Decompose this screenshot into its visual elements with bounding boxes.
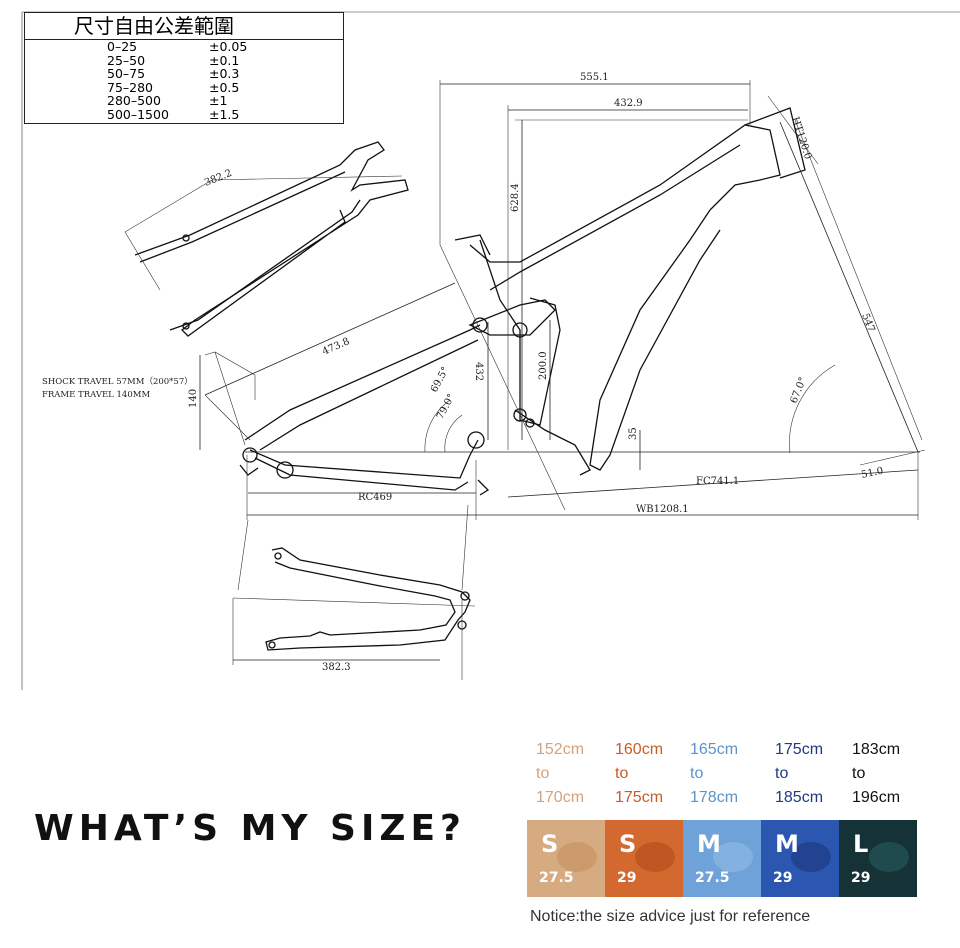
dim-height-200: 200.0	[538, 351, 549, 380]
dim-stack: 628.4	[510, 183, 521, 212]
dimension-lines	[199, 80, 926, 520]
tolerance-title: 尺寸自由公差範圍	[25, 13, 343, 40]
dim-angle-79: 79.0°	[435, 392, 458, 421]
dim-head-tube: HT120.0	[789, 116, 813, 161]
main-frame	[239, 107, 806, 496]
tolerance-row: 280–500±1	[107, 93, 228, 108]
tolerance-table: 尺寸自由公差範圍 0–25±0.05 25–50±0.1 50–75±0.3 7…	[24, 12, 344, 124]
seat-stay-detail-lower	[232, 504, 476, 680]
dim-head-angle: 67.0°	[789, 376, 809, 405]
dim-bb-drop: 35	[628, 427, 639, 440]
dim-seat-stay-top: 382.2	[203, 168, 234, 189]
size-notice: Notice:the size advice just for referenc…	[530, 908, 811, 925]
dim-shock-140: 140	[188, 389, 199, 408]
seat-stay-detail-upper	[124, 141, 409, 337]
dim-lower-stay: 382.3	[322, 662, 351, 673]
dim-seat-432: 432	[473, 362, 484, 381]
tolerance-row: 25–50±0.1	[107, 52, 240, 68]
dim-top-length: 555.1	[580, 72, 609, 83]
size-guide-heading: WHAT’S MY SIZE?	[34, 808, 466, 849]
dim-chainstay: RC469	[358, 492, 392, 503]
note-shock-travel: SHOCK TRAVEL 57MM（200*57）	[42, 376, 193, 387]
frame-geometry-drawing: 382.2	[21, 11, 960, 690]
dim-reach: 432.9	[614, 98, 643, 109]
dim-fork-547: 547	[859, 312, 876, 334]
dim-angle-69: 69.5°	[429, 365, 452, 394]
dim-wheelbase: WB1208.1	[636, 504, 689, 515]
dim-front-center: FC741.1	[696, 476, 739, 487]
tolerance-row: 50–75±0.3	[107, 66, 240, 81]
tolerance-row: 0–25±0.05	[107, 39, 248, 54]
tolerance-row: 500–1500±1.5	[107, 106, 240, 122]
dim-fork-51: 51.0	[860, 466, 884, 481]
dim-chainstay-diag: 473.8	[321, 336, 352, 358]
note-frame-travel: FRAME TRAVEL 140MM	[42, 390, 150, 400]
tolerance-row: 75–280±0.5	[107, 79, 240, 95]
